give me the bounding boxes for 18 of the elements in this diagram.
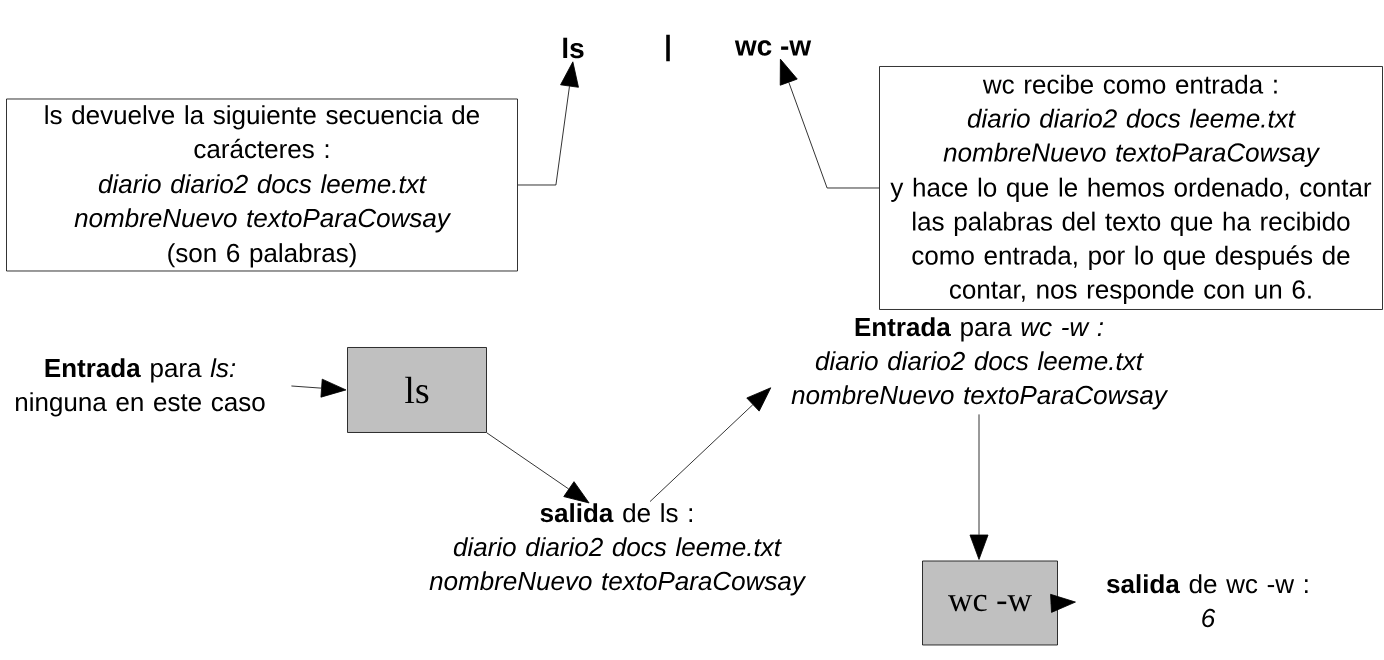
annotation-text: salida de ls : diario diario2 docs leeme.txt nombreNuevo textoParaCowsay: [429, 503, 807, 596]
annotation-text: salida de wc -w : 6: [1106, 574, 1308, 628]
annotation-text: Entrada para wc -w : diario diario2 docs leeme.txt nombreNuevo textoParaCowsay: [791, 317, 1169, 410]
arrow: [291, 378, 347, 398]
arrow: [969, 414, 989, 560]
arrow: [486, 432, 590, 504]
note-box: ls devuelve la siguiente secuencia de carácteres : diario diario2 docs leeme.txt nombreNuevo textoParaCowsay (son 6 palabras): [6, 98, 518, 272]
arrow: [1050, 593, 1076, 613]
arrow: [649, 387, 772, 502]
annotation-text: Entrada para ls: ninguna en este caso: [16, 358, 265, 417]
command-box: wc -w: [922, 560, 1058, 646]
command-title: ls: [563, 37, 584, 59]
pipe-symbol: |: [666, 34, 670, 62]
note-box: wc recibe como entrada : diario diario2 docs leeme.txt nombreNuevo textoParaCowsay y hace lo que le hemos ordenado, contar las palabras del texto que ha recibido como entrada, por lo que después de contar, nos responde con un 6.: [879, 66, 1383, 310]
command-title: wc -w: [734, 40, 812, 56]
arrow: [517, 61, 579, 186]
command-box: ls: [347, 347, 487, 433]
arrow: [779, 58, 880, 189]
